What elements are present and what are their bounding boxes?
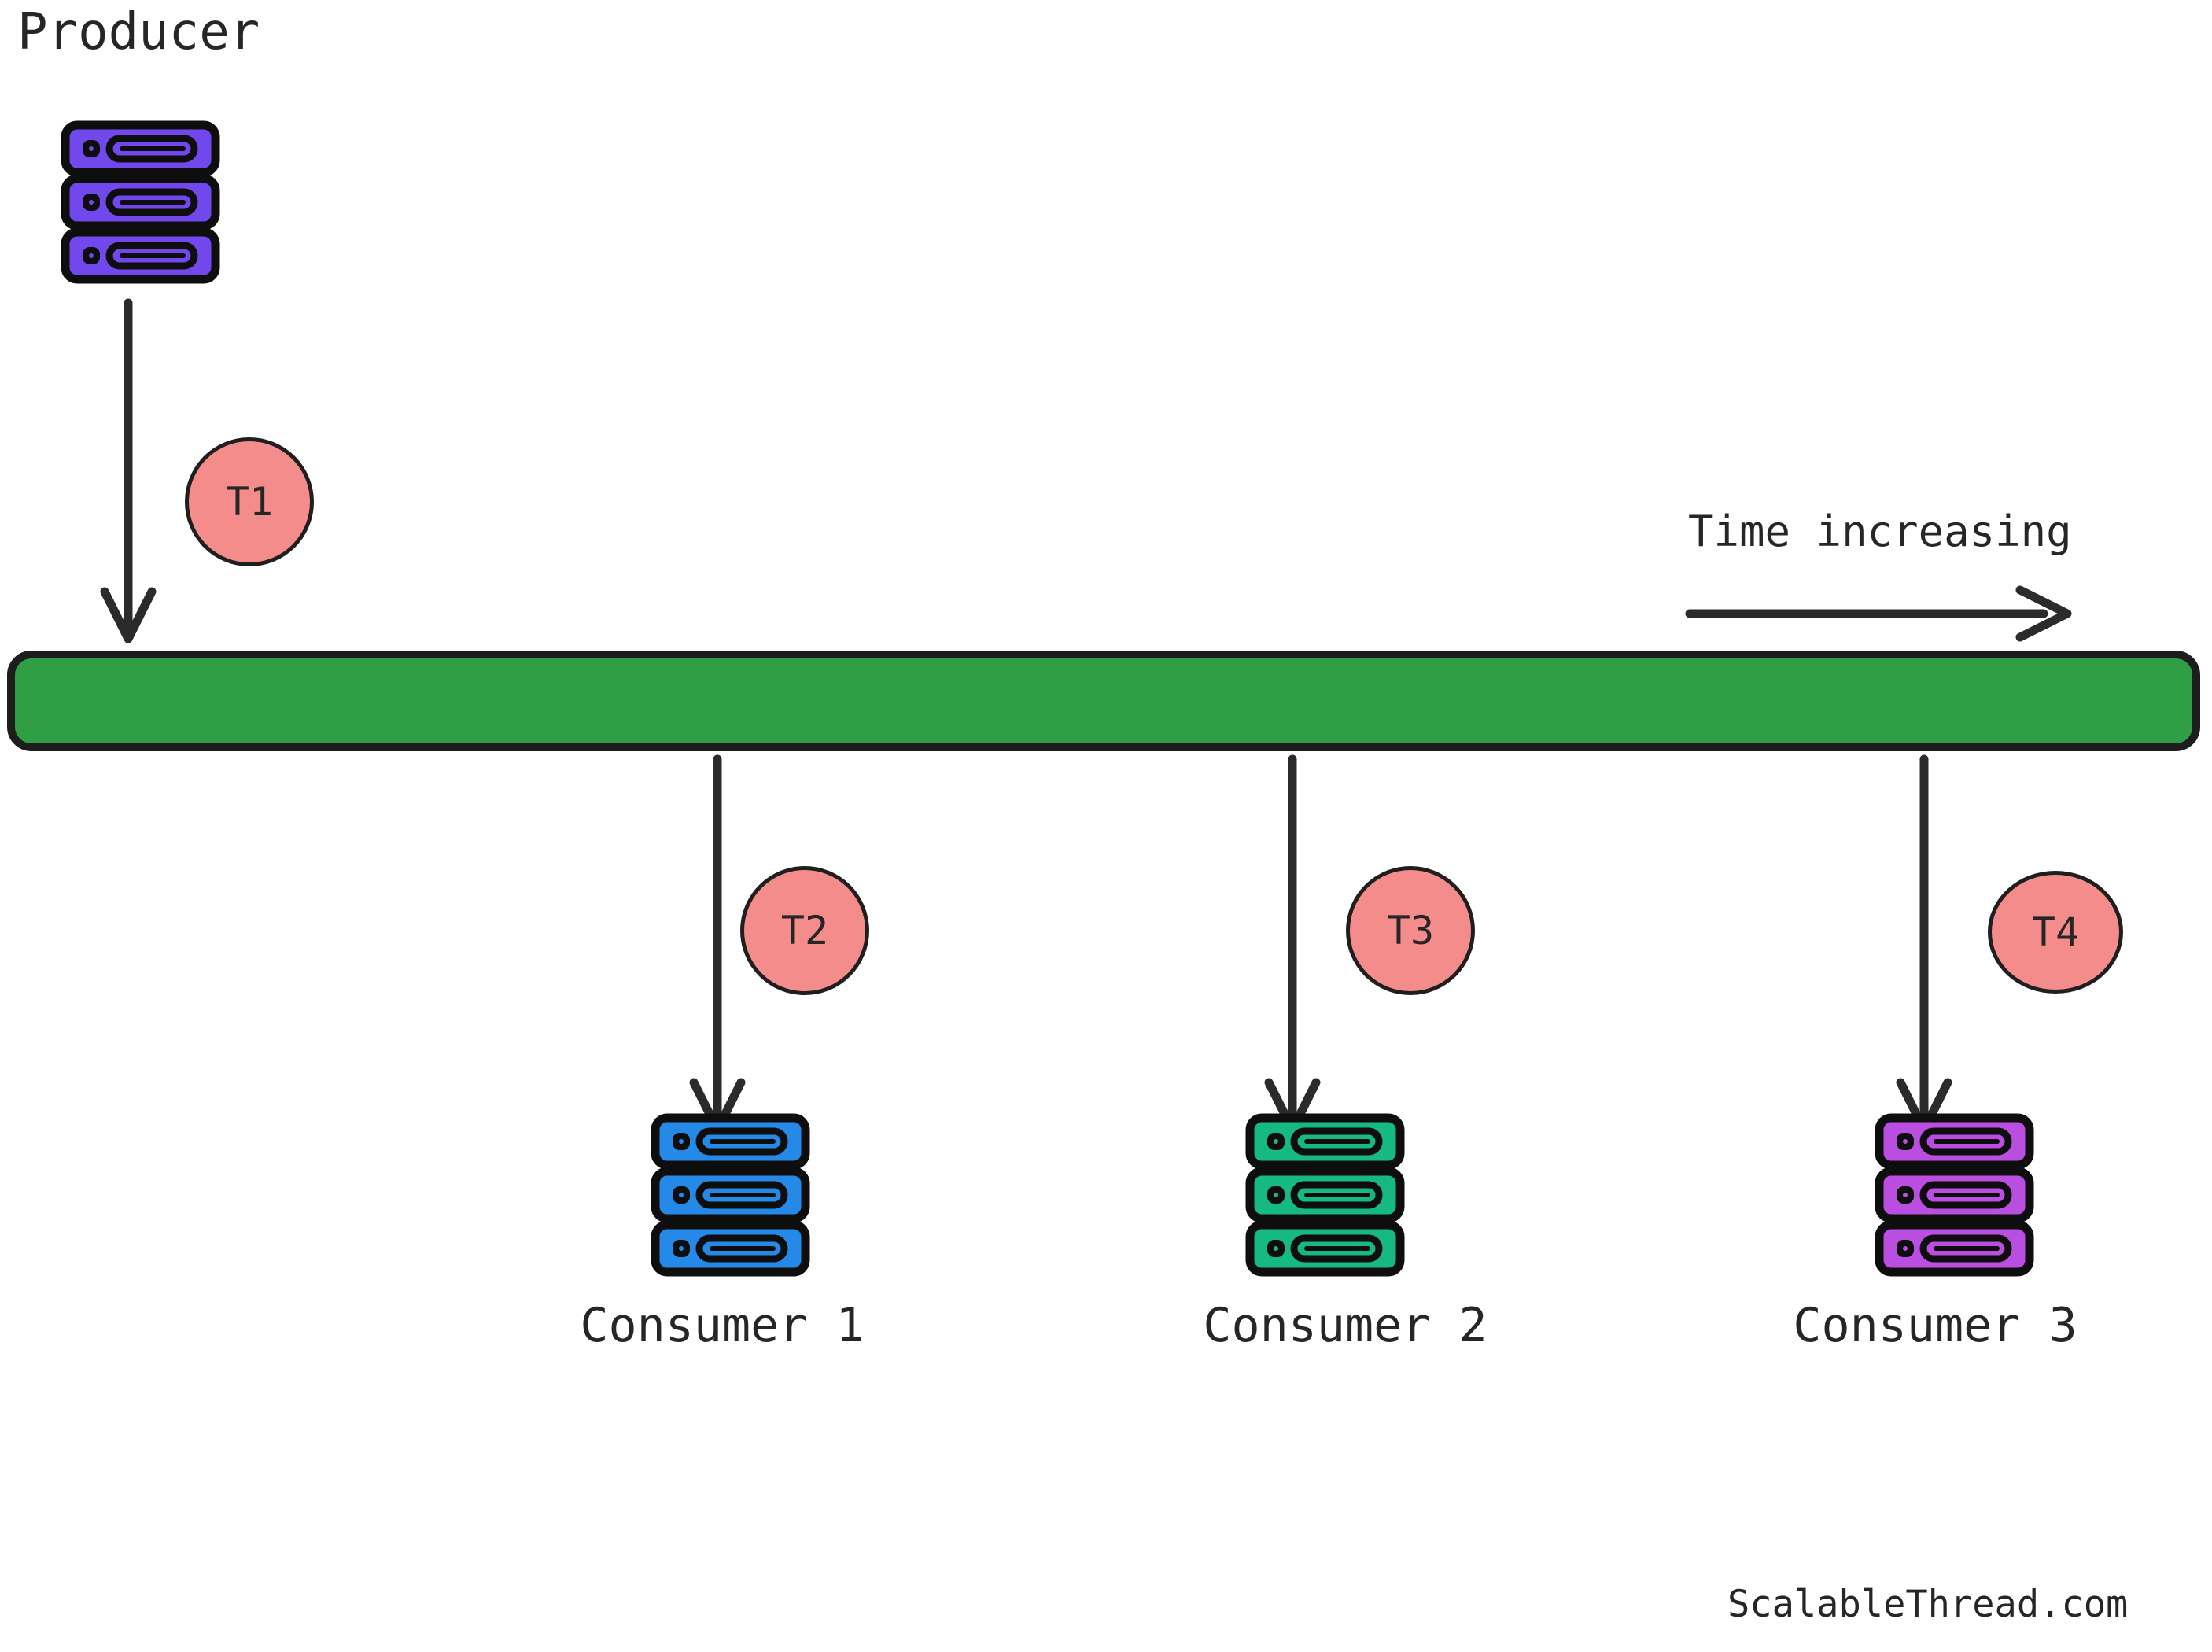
queue-bar <box>7 651 2200 751</box>
badge-t1: T1 <box>185 437 314 566</box>
badge-t3: T3 <box>1346 866 1475 995</box>
time-increasing-arrow <box>1685 585 2072 642</box>
consumer3-server-icon <box>1875 1113 2034 1277</box>
consumer1-label: Consumer 1 <box>580 1298 865 1353</box>
queue-to-consumer1-arrow <box>689 754 746 1134</box>
badge-t2: T2 <box>740 866 869 995</box>
badge-t2-label: T2 <box>780 908 829 953</box>
consumer2-label: Consumer 2 <box>1203 1298 1488 1353</box>
badge-t4-label: T4 <box>2031 909 2080 955</box>
badge-t1-label: T1 <box>225 479 274 525</box>
badge-t3-label: T3 <box>1386 908 1435 953</box>
producer-server-icon <box>61 120 220 284</box>
producer-label: Producer <box>17 3 260 61</box>
consumer1-server-icon <box>651 1113 810 1277</box>
badge-t4: T4 <box>1988 871 2123 994</box>
queue-to-consumer3-arrow <box>1896 754 1952 1134</box>
producer-to-queue-arrow <box>100 298 157 643</box>
site-watermark: ScalableThread.com <box>1727 1583 2129 1626</box>
consumer3-label: Consumer 3 <box>1793 1298 2077 1353</box>
time-increasing-label: Time increasing <box>1688 507 2072 556</box>
queue-to-consumer2-arrow <box>1264 754 1321 1134</box>
consumer2-server-icon <box>1245 1113 1405 1277</box>
